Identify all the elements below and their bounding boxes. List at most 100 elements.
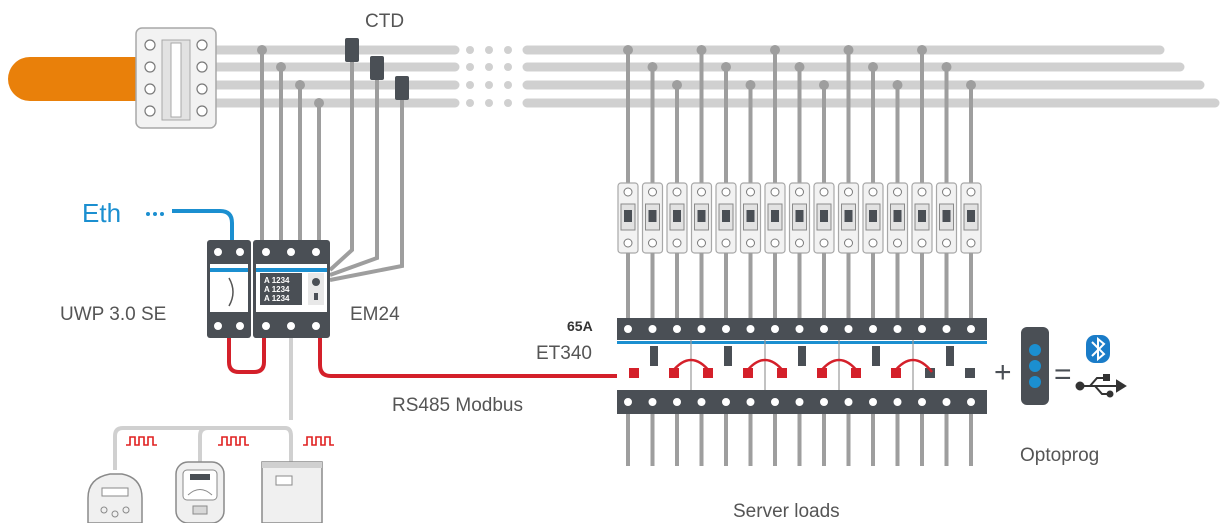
et340-ct-window [798,346,806,366]
em24-display-line-1: A 1234 [264,276,290,285]
uwp-label: UWP 3.0 SE [60,304,166,325]
et340-contact [925,368,935,378]
pulse-bus [113,338,293,470]
server-loads-label: Server loads [733,501,840,522]
mcb-breaker [690,182,713,254]
et340-terminal [672,324,682,334]
et340-terminal [623,397,633,407]
mcb-breaker [617,182,639,254]
pulse-signal-icon [126,436,334,446]
busbar-tap [696,45,707,55]
gas-meter-icon [261,461,323,523]
mcb-breaker [935,182,958,254]
water-meter-icon [87,473,143,523]
rs485-label: RS485 Modbus [392,395,523,416]
main-switch [135,27,217,129]
ctd-sensors [345,38,409,100]
ctd-wires [328,60,404,282]
et340-contact [891,368,901,378]
eth-label: Eth [82,198,121,228]
et340-terminal [843,324,854,334]
mcb-breaker [862,182,884,254]
et340-terminal [721,324,731,334]
busbar-tap [843,45,854,55]
et340-terminal [770,397,780,407]
optoprog-device [1021,327,1049,405]
mcb-breaker [886,182,909,254]
et340-contact [669,368,679,378]
plus-sign: + [994,356,1012,389]
et340-terminal [672,397,682,407]
busbar-tap [745,80,756,90]
et340-terminal [696,397,707,407]
et340-terminal [794,397,805,407]
em24-display-line-3: A 1234 [264,294,290,303]
mcb-breaker [813,182,835,254]
et340-terminal [868,324,878,334]
et340-terminal [623,324,633,334]
mcb-breaker [641,182,664,254]
et340-contact [743,368,753,378]
et340-terminal [917,324,927,334]
server-load-circuits [617,45,982,466]
et340-terminal [696,324,707,334]
mcb-breaker [788,182,811,254]
et340-ct-window [724,346,732,366]
et340-contact [965,368,975,378]
et340-terminal [941,397,952,407]
bluetooth-icon [1086,335,1110,363]
busbar-tap [647,62,658,72]
et340-terminal [868,397,878,407]
busbar-tap [917,45,927,55]
busbar-tap [966,80,976,90]
mcb-breaker [764,182,786,254]
et340-terminal [843,397,854,407]
et340-ct-window [946,346,954,366]
et340-meter [617,318,987,414]
mcb-breaker [715,182,737,254]
busbar-tap [892,80,903,90]
et340-terminal [966,324,976,334]
busbar-continuation-dots [466,46,512,107]
eth-cable [172,209,234,240]
mcb-breaker [666,182,688,254]
mcb-breaker [739,182,762,254]
equals-sign: = [1054,358,1072,391]
uwp-device [207,240,251,338]
busbar-tap [941,62,952,72]
et340-contact [817,368,827,378]
et340-contact [777,368,787,378]
et340-contact [851,368,861,378]
feeder-cable [8,57,168,101]
busbar-tap [672,80,682,90]
energy-meter-icon [175,461,225,523]
em24-meter: A 1234 A 1234 A 1234 [253,240,330,338]
et340-rating: 65A [567,318,593,334]
busbar-tap [623,45,633,55]
et340-terminal [647,397,658,407]
et340-terminal [794,324,805,334]
busbar-tap [819,80,829,90]
et340-terminal [819,324,829,334]
et340-contact [629,368,639,378]
et340-terminal [819,397,829,407]
ctd-label: CTD [365,11,404,32]
et340-terminal [745,397,756,407]
rs485-cable [318,338,636,378]
mcb-breaker [960,182,982,254]
et340-terminal [721,397,731,407]
busbar-tap [721,62,731,72]
et340-terminal [917,397,927,407]
busbar-tap [794,62,805,72]
et340-terminal [647,324,658,334]
busbar-tap [770,45,780,55]
et340-terminal [966,397,976,407]
et340-terminal [941,324,952,334]
et340-contact [703,368,713,378]
busbar-tap [868,62,878,72]
mcb-breaker [911,182,933,254]
et340-terminal [892,397,903,407]
et340-ct-window [650,346,658,366]
optoprog-label: Optoprog [1020,445,1099,466]
